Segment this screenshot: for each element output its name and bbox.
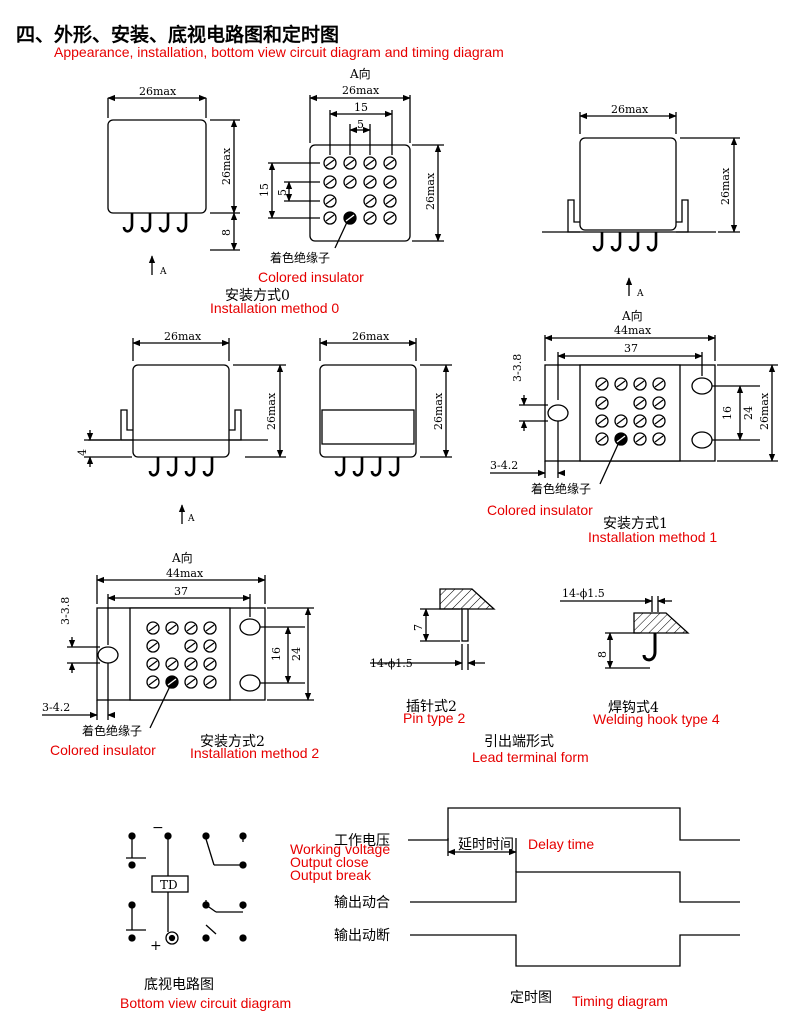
dim-26max-fig1-vertical: 26max [220,147,233,185]
method2-caption-en: Installation method 2 [190,745,319,761]
colored-insulator-label-fig7: 着色绝缘子 [82,723,142,738]
colored-insulator-label-fig7-en: Colored insulator [50,742,156,758]
arrow-a-fig1: A [159,267,167,277]
fig-a-view-method0 [268,94,444,249]
colored-insulator-label-fig6: 着色绝缘子 [531,481,591,496]
section-heading-english: Appearance, installation, bottom view ci… [54,44,504,60]
dim-7-pin: 7 [412,624,425,631]
dim-5-fig2: 5 [357,118,364,131]
lead-terminal-caption: 引出端形式 [484,734,554,750]
pin-grid-fig2 [323,156,397,225]
dim-37-fig7: 37 [174,585,188,598]
section-heading: 四、外形、安装、底视电路图和定时图 [16,24,340,46]
circuit-caption: 底视电路图 [144,977,214,993]
circuit-caption-en: Bottom view circuit diagram [120,995,291,1011]
arrow-a-fig4: A [187,514,195,524]
dim-pin-dia-pin: 14-ϕ1.5 [370,657,413,670]
dim-44max-fig6: 44max [614,324,652,337]
welding-hook-caption-en: Welding hook type 4 [593,711,720,727]
fig-a-view-method1 [490,334,778,485]
fig-side-view-flange-top [542,112,740,296]
dim-4-fig4: 4 [76,449,89,456]
timing-delay-label-en: Delay time [528,836,594,852]
timing-work-voltage-en: Working voltage [290,841,390,857]
dim-37-fig6: 37 [624,342,638,355]
colored-insulator-label-fig2: 着色绝缘子 [270,250,330,265]
dim-26max-fig5-vertical: 26max [432,392,445,430]
colored-insulator-label-fig2-en: Colored insulator [258,269,364,285]
lead-terminal-caption-en: Lead terminal form [472,749,589,765]
circuit-td-label: TD [160,878,178,892]
dim-24-fig7: 24 [290,647,303,661]
dim-hole-dia-fig7: 3-3.8 [59,597,72,625]
fig-side-view-method0 [107,94,240,275]
dim-26max-fig1: 26max [139,85,177,98]
dim-5-fig2-vertical: 5 [276,189,289,196]
circuit-plus: + [150,938,162,954]
dim-15-fig2-vertical: 15 [258,183,271,197]
dim-pin-dia-hook: 14-ϕ1.5 [562,587,605,600]
fig-timing-diagram [408,807,740,967]
dim-24-fig6: 24 [742,406,755,420]
arrow-a-fig3: A [636,289,644,299]
dim-26max-fig2-vertical: 26max [424,172,437,210]
method1-caption: 安装方式1 [603,516,668,532]
dim-16-fig6: 16 [721,406,734,420]
fig-pin-type2 [370,588,496,670]
dim-26max-fig3: 26max [611,103,649,116]
timing-caption-en: Timing diagram [572,993,668,1009]
dim-16-fig7: 16 [270,647,283,661]
timing-caption: 定时图 [510,990,552,1006]
method1-caption-en: Installation method 1 [588,529,717,545]
timing-work-voltage: 工作电压 [334,833,390,849]
timing-output-close: 输出动合 [334,895,390,911]
fig-bottom-view-circuit [126,832,247,945]
dim-8-hook: 8 [596,651,609,658]
dim-26max-fig6-vertical: 26max [758,392,771,430]
fig-front-view-slot [319,338,452,477]
a-view-title-fig7: A向 [171,550,193,565]
dim-8-fig1: 8 [220,229,233,236]
pin-type2-caption: 插针式2 [406,699,457,715]
a-view-title-fig6: A向 [621,308,643,323]
fig-welding-hook-type4 [560,596,690,669]
timing-output-close-en: Output close [290,854,369,870]
welding-hook-caption: 焊钩式4 [608,700,659,716]
dim-26max-fig4: 26max [164,330,202,343]
circuit-minus: − [152,820,164,836]
timing-output-break: 输出动断 [334,928,390,944]
fig-side-view-flange-mid [84,338,286,524]
a-view-title-fig2: A向 [349,66,371,81]
colored-insulator-label-fig6-en: Colored insulator [487,502,593,518]
dim-hole-dia-fig6: 3-3.8 [511,354,524,382]
dim-26max-fig3-vertical: 26max [719,167,732,205]
dim-26max-fig5: 26max [352,330,390,343]
dim-15-fig2: 15 [354,101,368,114]
timing-delay-label: 延时时间 [458,837,514,853]
method0-caption-en: Installation method 0 [210,300,339,316]
dim-26max-fig4-vertical: 26max [265,392,278,430]
dim-26max-fig2: 26max [342,84,380,97]
timing-output-break-en: Output break [290,867,372,883]
method0-caption: 安装方式0 [225,288,290,304]
dim-hole-pos-fig6: 3-4.2 [490,459,518,472]
method2-caption: 安装方式2 [200,734,265,750]
pin-type2-caption-en: Pin type 2 [403,710,465,726]
dim-hole-pos-fig7: 3-4.2 [42,701,70,714]
dim-44max-fig7: 44max [166,567,204,580]
